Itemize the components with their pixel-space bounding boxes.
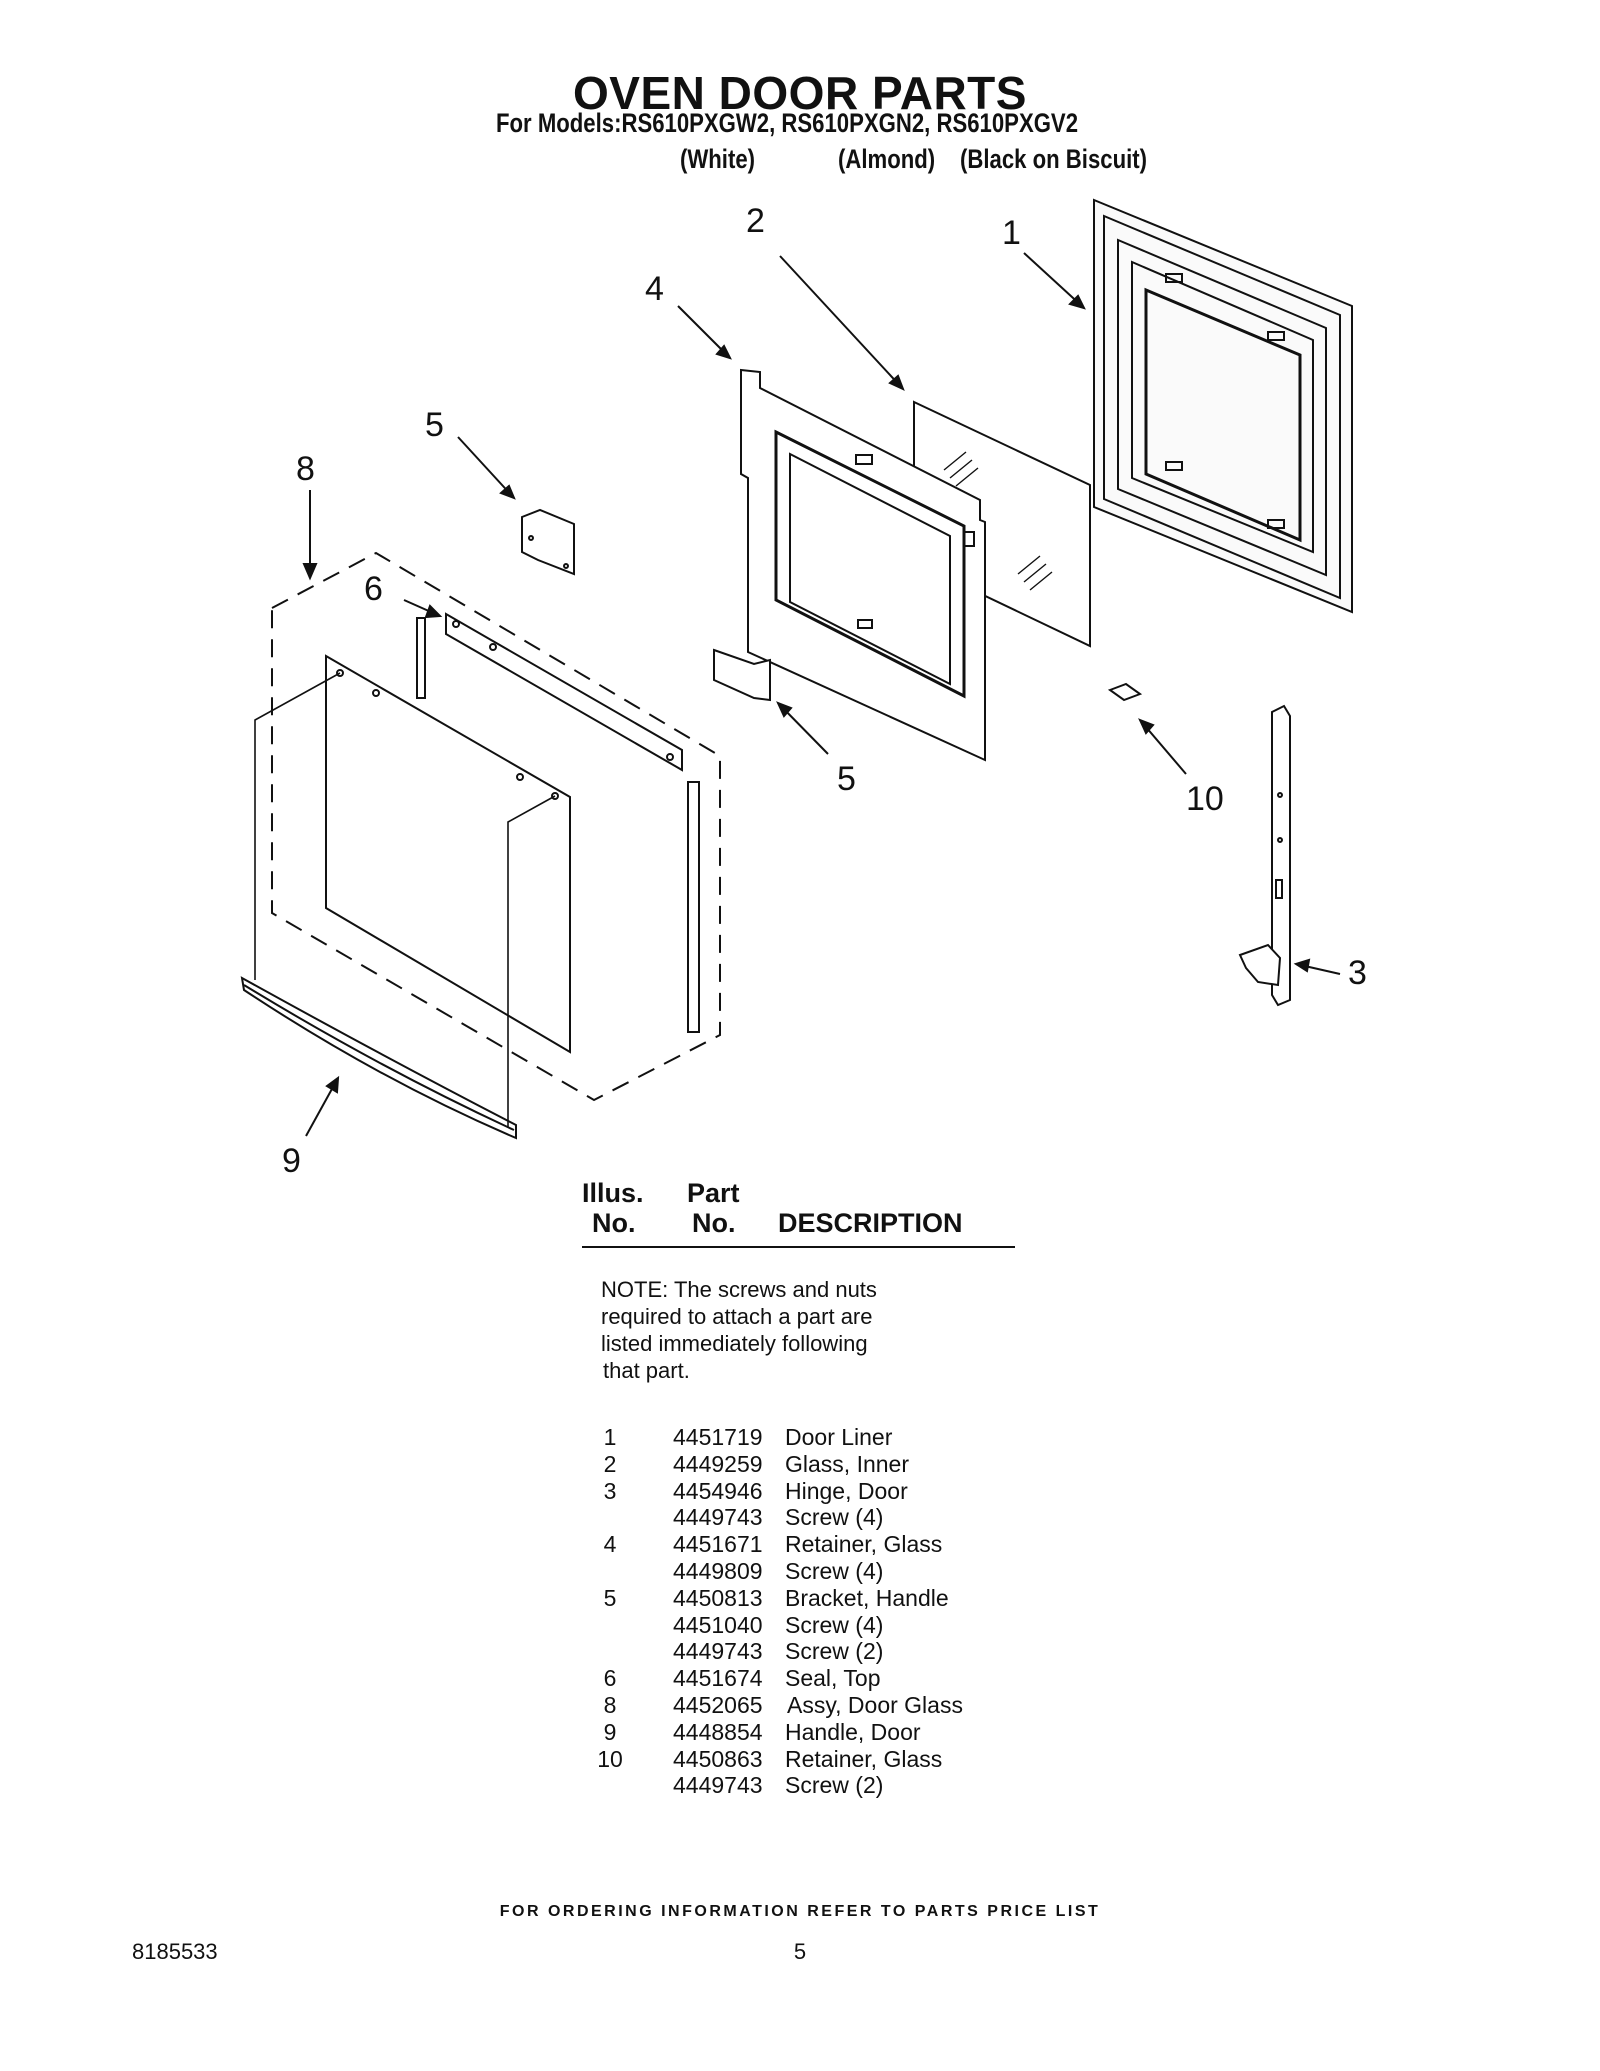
header-rule	[582, 1246, 1015, 1248]
models-line: For Models:RS610PXGW2, RS610PXGN2, RS610…	[496, 108, 1079, 138]
header-illus-line2: No.	[592, 1208, 636, 1238]
part-number: 4449743	[673, 1504, 763, 1531]
illus-number: 8	[603, 1691, 617, 1718]
parts-note: NOTE: The screws and nuts required to at…	[601, 1276, 877, 1384]
callout-8: 8	[296, 450, 315, 488]
door-liner-part	[1093, 198, 1353, 614]
part-number: 4449743	[673, 1638, 763, 1665]
part-number: 4448854	[673, 1718, 763, 1745]
callout-10: 10	[1186, 780, 1224, 818]
illus-number: 2	[603, 1450, 617, 1477]
part-number: 4451674	[673, 1665, 763, 1692]
callout-5-lower: 5	[837, 760, 856, 798]
door-glass-panel	[325, 654, 571, 1054]
ordering-note: FOR ORDERING INFORMATION REFER TO PARTS …	[499, 1903, 1101, 1920]
handle-bracket-lower	[713, 648, 771, 702]
part-number: 4454946	[673, 1477, 763, 1504]
callout-5-upper: 5	[425, 406, 444, 444]
header-illus-line1: Illus.	[582, 1178, 644, 1208]
header-part-line2: No.	[692, 1208, 736, 1238]
part-number: 4450813	[673, 1584, 763, 1611]
handle-bracket-upper	[521, 508, 575, 576]
illus-number: 6	[603, 1665, 617, 1692]
part-description: Assy, Door Glass	[787, 1691, 963, 1718]
part-number: 4451719	[673, 1424, 763, 1450]
page-title: OVEN DOOR PARTS	[573, 67, 1027, 119]
part-description: Retainer, Glass	[785, 1531, 943, 1558]
part-description: Screw (4)	[785, 1557, 884, 1584]
top-seal-part	[445, 612, 683, 772]
part-number: 4451671	[673, 1531, 763, 1558]
part-description: Screw (4)	[785, 1611, 884, 1638]
side-seal-right	[687, 781, 700, 1033]
callout-9: 9	[282, 1142, 301, 1180]
color-black-on-biscuit: (Black on Biscuit)	[960, 144, 1147, 174]
part-description: Screw (2)	[785, 1772, 884, 1799]
door-handle-part	[240, 976, 517, 1140]
door-hinge-part	[1238, 704, 1291, 1007]
callout-4: 4	[645, 270, 664, 308]
note-line: that part.	[603, 1358, 690, 1383]
part-description: Retainer, Glass	[785, 1745, 943, 1772]
note-line: required to attach a part are	[601, 1304, 873, 1329]
color-almond: (Almond)	[838, 144, 936, 174]
callout-3: 3	[1348, 954, 1367, 992]
header-description: DESCRIPTION	[778, 1208, 963, 1238]
part-description: Door Liner	[785, 1424, 893, 1450]
illus-number: 9	[603, 1718, 617, 1745]
callout-6: 6	[364, 570, 383, 608]
small-glass-retainer	[1107, 682, 1143, 702]
illus-number: 10	[597, 1745, 623, 1772]
color-white: (White)	[680, 144, 756, 174]
part-description: Handle, Door	[785, 1718, 921, 1745]
note-line: NOTE: The screws and nuts	[601, 1277, 877, 1302]
part-number: 4449743	[673, 1772, 763, 1799]
part-description: Glass, Inner	[785, 1450, 909, 1477]
illus-number: 1	[603, 1424, 617, 1450]
note-line: listed immediately following	[601, 1331, 868, 1356]
illus-number: 4	[603, 1531, 617, 1558]
side-seal-left	[416, 617, 426, 699]
header-part-line1: Part	[687, 1178, 740, 1208]
part-number: 4451040	[673, 1611, 763, 1638]
part-description: Screw (2)	[785, 1638, 884, 1665]
part-description: Screw (4)	[785, 1504, 884, 1531]
callout-2: 2	[746, 202, 765, 240]
part-number: 4450863	[673, 1745, 763, 1772]
part-description: Bracket, Handle	[785, 1584, 949, 1611]
callout-1: 1	[1002, 214, 1021, 252]
exploded-parts-diagram: 1 2 4 5 8 6 5 10 3 9	[240, 198, 1367, 1180]
part-number: 4449259	[673, 1450, 763, 1477]
glass-retainer-part	[740, 368, 986, 762]
part-description: Seal, Top	[785, 1665, 881, 1692]
part-number: 4449809	[673, 1557, 763, 1584]
illus-number: 3	[603, 1477, 617, 1504]
part-description: Hinge, Door	[785, 1477, 908, 1504]
illus-number: 5	[603, 1584, 617, 1611]
part-number: 4452065	[673, 1691, 763, 1718]
door-glass-assembly-outline	[271, 551, 721, 1102]
page-number: 5	[793, 1939, 807, 1964]
document-number: 8185533	[132, 1939, 218, 1964]
